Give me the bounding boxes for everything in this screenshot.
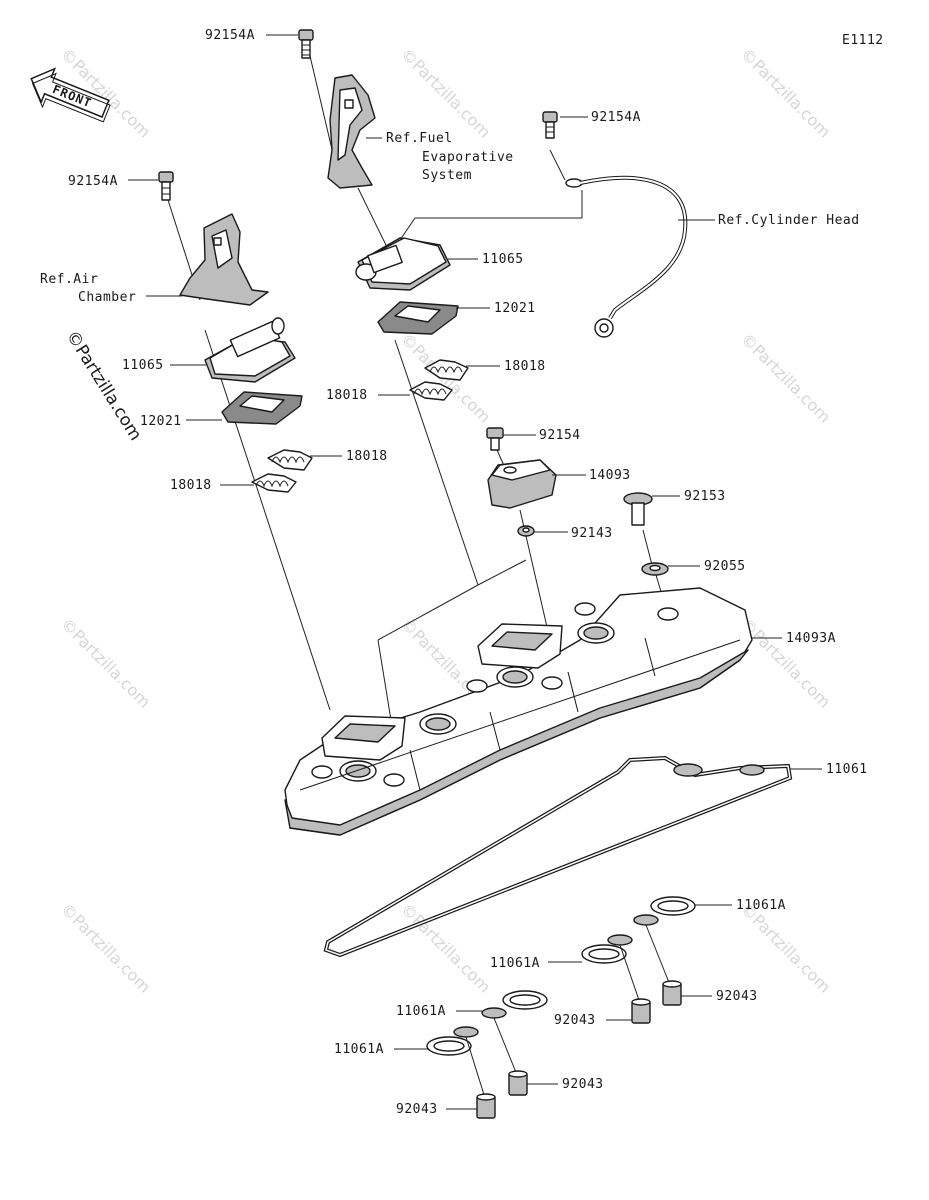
bracket-air-chamber [179,213,269,306]
bracket-14093 [487,459,557,509]
bolt-92153 [623,492,653,526]
diagram-code: E1112 [842,33,884,48]
label-ref-air-2: Chamber [78,290,136,305]
clamps-18018-left [251,449,313,493]
bolt-92154a-top [298,29,314,59]
label-92055: 92055 [704,559,746,574]
clamps-18018-right [409,359,469,401]
part-labels: 92154A Ref.Fuel Evaporative System 92154… [40,28,868,1117]
watermark: ©Partzilla.com [737,329,834,426]
valve-11065-right [355,237,451,291]
label-11061a-3: 11061A [396,1004,446,1019]
bolt-92154a-right [542,111,558,139]
valve-11065-left [204,317,296,383]
label-18018-right-b: 18018 [326,388,368,403]
label-11061a-2: 11061A [490,956,540,971]
label-11061: 11061 [826,762,868,777]
label-11065-right: 11065 [482,252,524,267]
bolt-92154a-left [158,171,174,201]
label-18018-left-a: 18018 [346,449,388,464]
label-11065-left: 11065 [122,358,164,373]
label-92043-3: 92043 [562,1077,604,1092]
label-92043-2: 92043 [554,1013,596,1028]
label-92154a-top: 92154A [205,28,255,43]
label-ref-fuel: Ref.Fuel [386,131,453,146]
cylinder-head-cover-14093a [284,587,753,836]
label-92154a-right: 92154A [591,110,641,125]
label-18018-right-a: 18018 [504,359,546,374]
label-92043-4: 92043 [396,1102,438,1117]
washer-92055 [641,562,669,576]
label-ref-air: Ref.Air [40,272,98,287]
label-92154a-left: 92154A [68,174,118,189]
callout-leaders [128,34,822,1110]
watermark: ©Partzilla.com [57,614,154,711]
watermark: ©Partzilla.com [397,44,494,141]
collars-92043 [465,924,682,1119]
label-14093a: 14093A [786,631,836,646]
washer-92143 [517,525,535,537]
label-12021-left: 12021 [140,414,182,429]
plate-12021-left [221,391,303,425]
watermark: ©Partzilla.com [737,899,834,996]
label-18018-left-b: 18018 [170,478,212,493]
front-arrow-icon: FRONT [30,67,111,123]
watermark: ©Partzilla.com [737,44,834,141]
label-92153: 92153 [684,489,726,504]
watermark: ©Partzilla.com [737,614,834,711]
plate-12021-right [377,301,459,335]
label-ref-cylinder-head: Ref.Cylinder Head [718,213,860,228]
plug-gaskets-11061a [426,896,696,1056]
label-92154: 92154 [539,428,581,443]
bolt-92154 [486,427,504,451]
assembly-lines [167,55,669,746]
label-ref-fuel-2: Evaporative [422,150,514,165]
gasket-11061 [323,755,793,958]
label-12021-right: 12021 [494,301,536,316]
label-ref-fuel-3: System [422,168,472,183]
label-11061a-1: 11061A [736,898,786,913]
bracket-fuel-evaporative [327,74,376,189]
label-11061a-4: 11061A [334,1042,384,1057]
label-92143: 92143 [571,526,613,541]
watermark: ©Partzilla.com [57,899,154,996]
copyright-text: ©Partzilla.com [62,327,146,444]
label-14093: 14093 [589,468,631,483]
label-92043-1: 92043 [716,989,758,1004]
watermarks: ©Partzilla.com ©Partzilla.com ©Partzilla… [57,44,834,996]
ground-cable [565,175,688,338]
